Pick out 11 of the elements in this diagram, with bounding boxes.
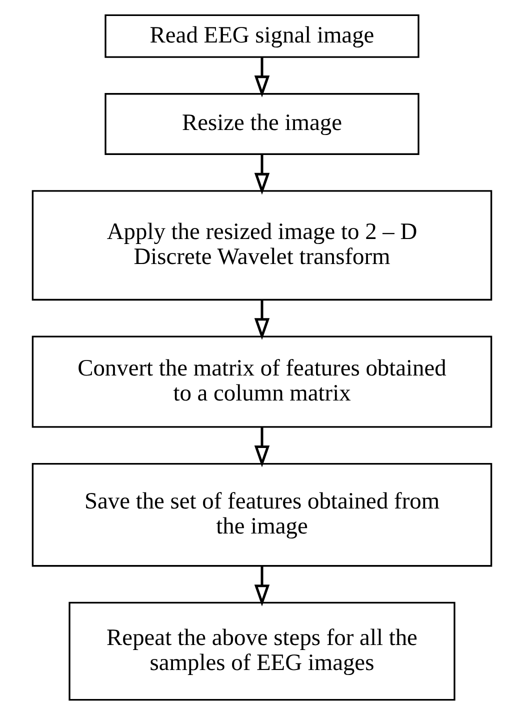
arrow bbox=[254, 427, 270, 468]
arrow bbox=[254, 566, 270, 606]
arrow bbox=[254, 154, 270, 195]
arrow bbox=[254, 300, 270, 340]
node-box: Repeat the above steps for all the samples of EEG images bbox=[68, 602, 455, 701]
arrow bbox=[254, 57, 270, 98]
node-box: Read EEG signal image bbox=[104, 14, 419, 58]
node-box: Convert the matrix of features obtained to a column matrix bbox=[31, 336, 492, 428]
node-box: Resize the image bbox=[104, 93, 419, 155]
node-box: Apply the resized image to 2 – D Discrete Wavelet transform bbox=[31, 190, 492, 301]
node-box: Save the set of features obtained from the image bbox=[31, 462, 492, 567]
